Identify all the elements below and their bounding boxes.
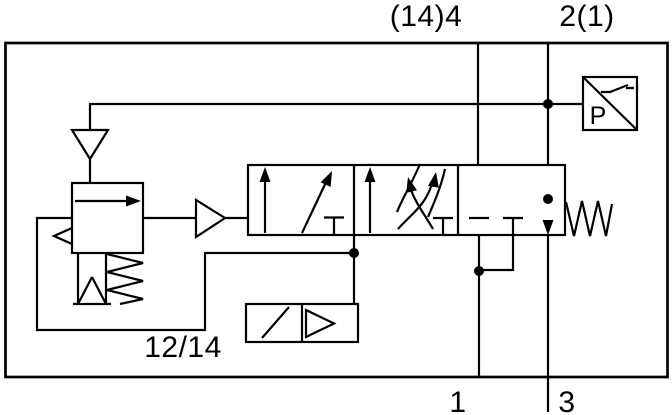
solenoid-coil-icon [261,306,290,339]
junction-dot [543,194,553,204]
pilot-supply-line [88,102,583,130]
enclosure-border [4,41,669,379]
up-arrow-icon [259,167,271,182]
blocked-port-icon [324,216,344,235]
valve-position-1 [259,167,344,235]
down-arrow-icon [542,220,554,235]
pressure-switch-letter: P [590,102,607,130]
port-label-14-4: (14)4 [390,0,463,33]
junction-dot [474,266,484,276]
up-arrow-icon [364,167,376,182]
amplifier-icon [143,198,248,240]
flow-arrow-icon [126,195,141,207]
main-valve-body [246,163,567,272]
relief-arrow-icon [51,226,73,246]
pilot-label-12-14: 12/14 [144,331,222,364]
vent-exhaust-icon [73,253,111,306]
air-supply-triangle-icon [70,128,110,183]
regulator-spring-icon [106,252,144,306]
port-label-1: 1 [449,386,466,415]
port-label-2-1: 2(1) [559,0,614,33]
pilot-solenoid-symbol [244,302,360,344]
valve-position-2 [364,163,453,235]
port-label-3: 3 [558,386,575,415]
junction-dot [349,248,359,258]
pressure-switch-symbol: P [581,75,639,132]
crossed-arrow-right-icon [427,172,439,188]
amplifier-icon [304,308,337,339]
blocked-port-icon [433,216,453,235]
junction-dots [349,99,553,276]
switch-contact-icon [601,83,634,94]
junction-dot [543,99,553,109]
return-spring-icon [564,200,614,237]
feedback-loop-line [35,216,354,332]
pressure-regulator-symbol [51,181,145,255]
diagonal-arrow-icon [320,171,332,187]
valve-end-section [469,216,554,272]
